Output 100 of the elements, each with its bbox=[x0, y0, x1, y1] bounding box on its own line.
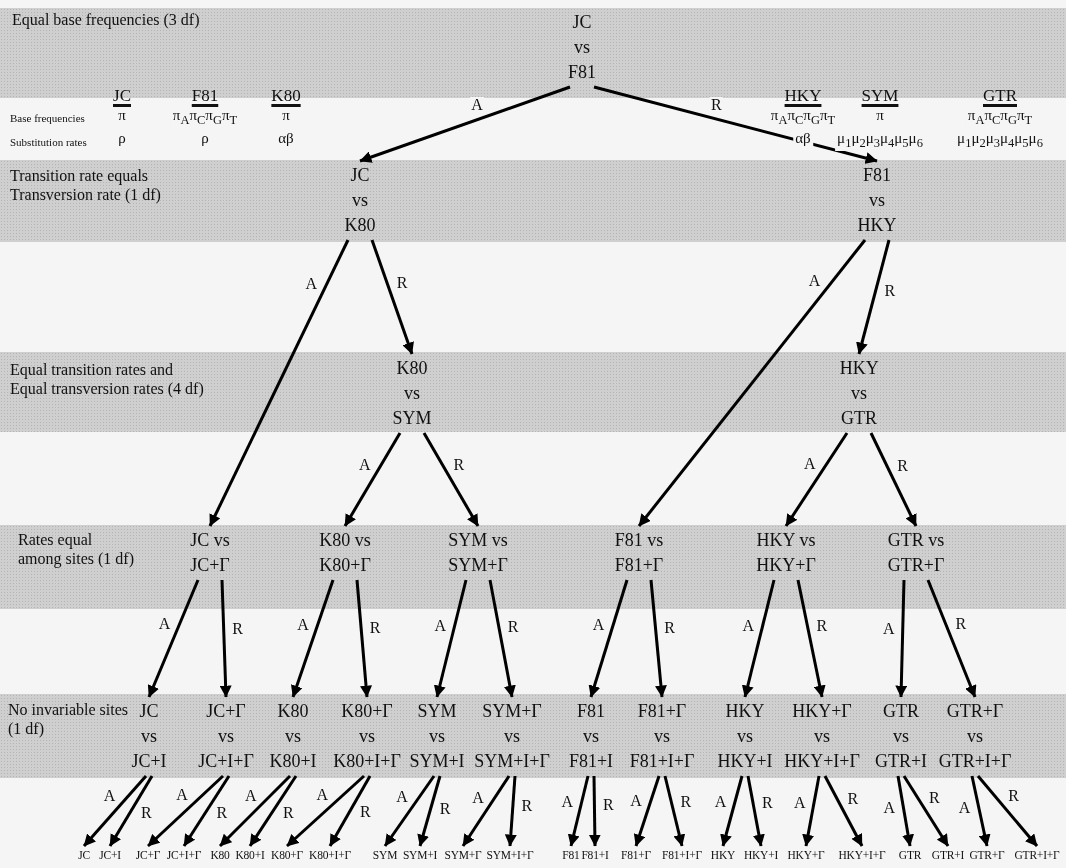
arrow bbox=[108, 775, 154, 847]
edge-label: R bbox=[760, 794, 774, 811]
column-heading: SYM bbox=[861, 86, 899, 106]
test-label: JC vs F81 bbox=[568, 10, 596, 85]
test-label: K80 vs K80+Γ bbox=[319, 528, 371, 578]
test-label: HKY+Γ vs HKY+I+Γ bbox=[784, 699, 860, 774]
test-label: F81+Γ vs F81+I+Γ bbox=[629, 699, 695, 774]
test-label: F81 vs F81+I bbox=[568, 699, 614, 774]
arrow bbox=[567, 775, 590, 847]
arrow bbox=[856, 239, 891, 355]
arrow bbox=[286, 774, 365, 848]
model-name: HKY+I+Γ bbox=[838, 848, 886, 863]
test-label: K80 vs SYM bbox=[392, 356, 432, 431]
edge-label: A bbox=[296, 616, 310, 633]
arrow bbox=[208, 239, 350, 527]
model-name: F81+I bbox=[581, 848, 609, 863]
model-name: JC+I+Γ bbox=[166, 848, 202, 863]
band-heading: Transition rate equals Transversion rate (1 df) bbox=[10, 166, 162, 204]
model-name: SYM+I bbox=[402, 848, 438, 863]
test-label: GTR vs GTR+I bbox=[874, 699, 928, 774]
edge-label: A bbox=[358, 456, 372, 473]
test-label: JC vs JC+I bbox=[131, 699, 167, 774]
edge-label: R bbox=[368, 619, 382, 636]
test-label: K80+Γ vs K80+I+Γ bbox=[333, 699, 401, 774]
arrow bbox=[218, 774, 292, 848]
arrow bbox=[823, 775, 864, 847]
arrow bbox=[422, 432, 480, 527]
arrow bbox=[802, 775, 821, 847]
arrow bbox=[796, 579, 826, 698]
edge-label: A bbox=[881, 620, 896, 637]
row-band bbox=[0, 160, 1066, 242]
test-label: JC vs K80 bbox=[344, 163, 376, 238]
model-name: GTR+I bbox=[931, 848, 965, 863]
model-name: GTR+Γ bbox=[969, 848, 1005, 863]
test-label: F81 vs F81+Γ bbox=[614, 528, 664, 578]
band-heading: Equal transition rates and Equal transversion rates (4 df) bbox=[10, 360, 205, 398]
arrow bbox=[343, 432, 402, 527]
edge-label: A bbox=[793, 794, 807, 811]
arrow bbox=[147, 579, 200, 698]
model-name: F81+Γ bbox=[621, 848, 651, 863]
row-band bbox=[0, 525, 1066, 609]
arrow bbox=[291, 579, 335, 698]
band-heading: Equal base frequencies (3 df) bbox=[12, 10, 201, 29]
model-name: K80+I bbox=[235, 848, 265, 863]
model-name: K80+Γ bbox=[271, 848, 303, 863]
arrow bbox=[461, 775, 511, 847]
parameter-text: αβ bbox=[793, 130, 813, 147]
test-label: JC vs JC+Γ bbox=[190, 528, 230, 578]
edge-label: A bbox=[882, 799, 896, 816]
arrow bbox=[649, 579, 667, 698]
model-name: F81+I+Γ bbox=[662, 848, 702, 863]
arrow bbox=[417, 775, 442, 847]
column-heading: JC bbox=[113, 86, 131, 106]
arrow bbox=[633, 775, 661, 847]
row-heading: Base frequencies bbox=[10, 112, 85, 124]
test-label: GTR vs GTR+Γ bbox=[887, 528, 945, 578]
arrow bbox=[146, 774, 225, 848]
column-heading: GTR bbox=[983, 86, 1017, 106]
edge-label: R bbox=[896, 457, 909, 474]
arrow bbox=[902, 775, 950, 847]
edge-label: A bbox=[243, 787, 258, 804]
model-name: HKY+I bbox=[743, 848, 779, 863]
test-label: HKY vs HKY+I bbox=[717, 699, 773, 774]
model-name: F81 bbox=[562, 848, 580, 863]
column-heading: F81 bbox=[191, 86, 219, 106]
edge-label: A bbox=[471, 789, 485, 806]
column-heading: K80 bbox=[271, 86, 301, 106]
band-heading: Rates equal among sites (1 df) bbox=[18, 530, 135, 568]
model-name: HKY+Γ bbox=[787, 848, 825, 863]
edge-label: A bbox=[157, 615, 172, 632]
arrow bbox=[926, 579, 977, 698]
arrow bbox=[383, 775, 436, 847]
arrow bbox=[720, 775, 744, 847]
edge-label: A bbox=[304, 275, 319, 292]
arrow bbox=[593, 85, 878, 164]
model-name: JC bbox=[78, 848, 90, 863]
test-label: SYM vs SYM+Γ bbox=[448, 528, 508, 578]
arrow bbox=[746, 775, 765, 847]
arrow bbox=[488, 579, 516, 698]
arrow bbox=[370, 239, 414, 355]
test-label: GTR+Γ vs GTR+I+Γ bbox=[938, 699, 1012, 774]
edge-label: R bbox=[231, 620, 244, 637]
edge-label: R bbox=[215, 804, 229, 821]
test-label: K80 vs K80+I bbox=[269, 699, 317, 774]
model-name: JC+I bbox=[99, 848, 121, 863]
edge-label: R bbox=[452, 457, 466, 473]
arrow bbox=[895, 579, 908, 698]
edge-label: A bbox=[433, 617, 447, 634]
test-label: HKY vs HKY+Γ bbox=[756, 528, 816, 578]
row-band bbox=[0, 694, 1066, 778]
arrow bbox=[504, 775, 517, 847]
edge-label: R bbox=[846, 790, 860, 807]
model-name: K80+I+Γ bbox=[309, 848, 351, 863]
arrow bbox=[663, 775, 686, 847]
arrow bbox=[433, 579, 468, 698]
arrow bbox=[784, 432, 849, 527]
row-heading: Substitution rates bbox=[10, 136, 87, 148]
model-name: HKY bbox=[710, 848, 736, 863]
test-label: SYM+Γ vs SYM+I+Γ bbox=[474, 699, 550, 774]
row-band bbox=[0, 352, 1066, 432]
